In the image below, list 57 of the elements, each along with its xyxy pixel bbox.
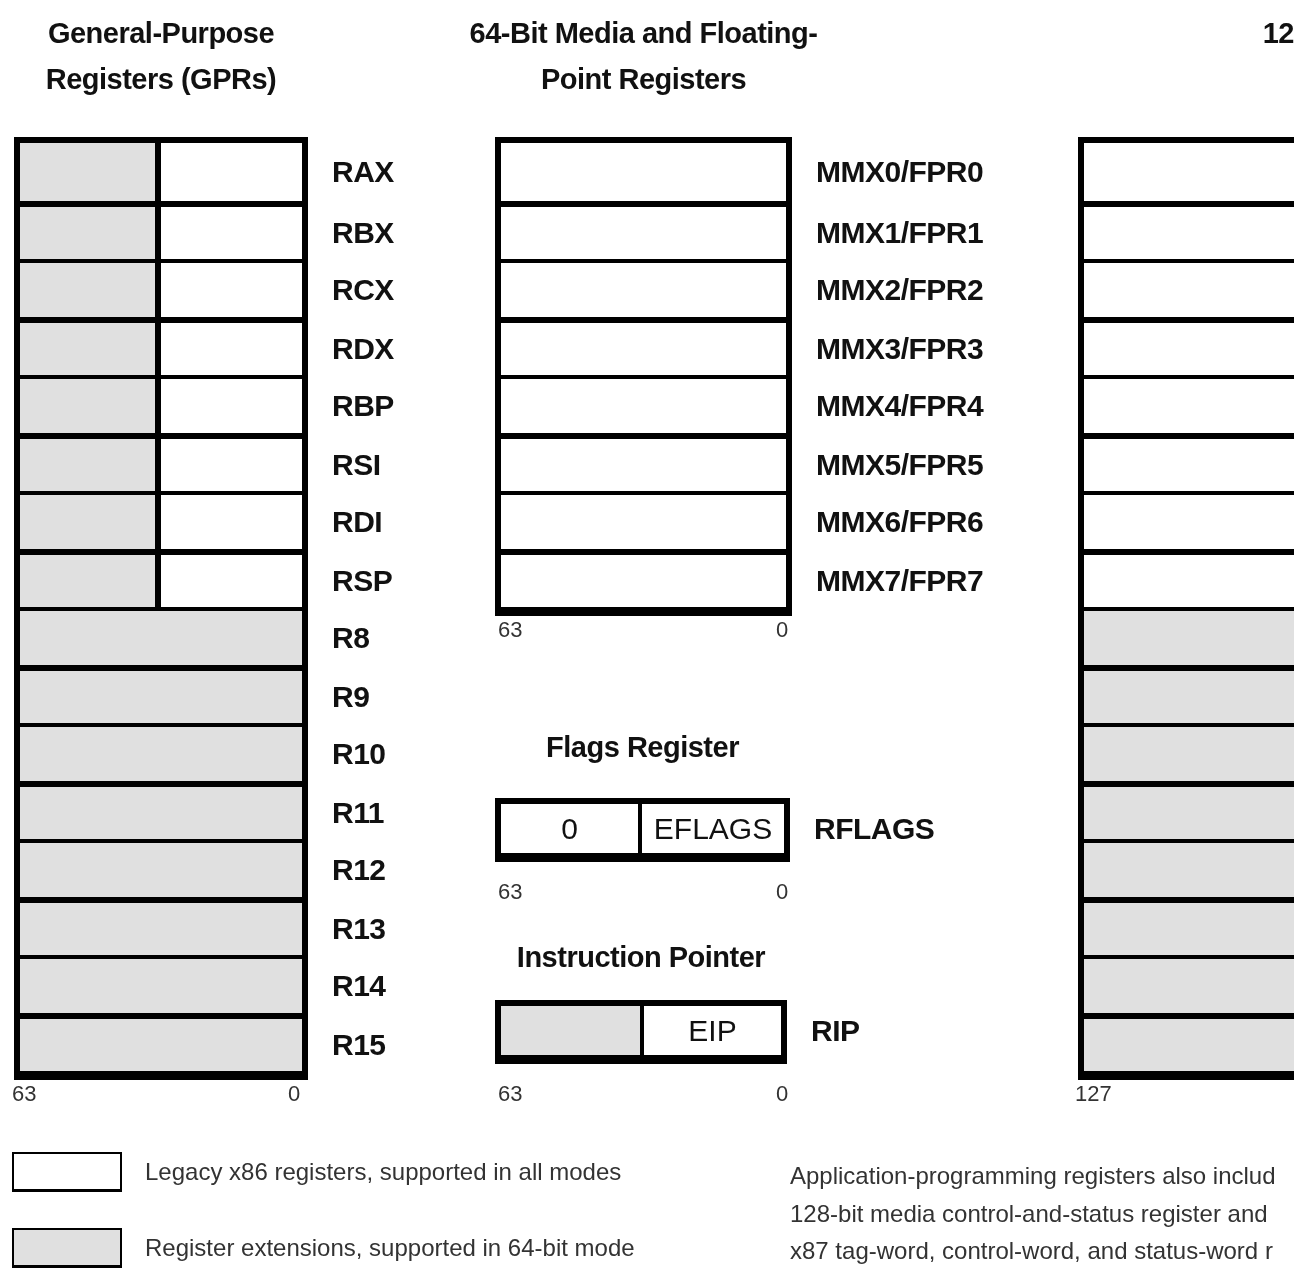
field-label: EFLAGS (653, 813, 773, 844)
register-name: MMX3/FPR3 (816, 332, 984, 366)
register-name: RBX (332, 216, 394, 250)
register-row (1084, 781, 1294, 839)
register-name: R13 (332, 912, 386, 946)
register-name: R14 (332, 969, 386, 1003)
legend-text: Register extensions, supported in 64-bit mode (145, 1234, 635, 1262)
register-name: MMX6/FPR6 (816, 505, 984, 539)
register-name: R9 (332, 680, 370, 714)
register-name: RFLAGS (814, 811, 935, 846)
group-heading: 64-Bit Media and Floating-Point Registers (468, 16, 819, 97)
register-row (1084, 607, 1294, 665)
note-text: x87 tag-word, control-word, and status-word r (790, 1237, 1273, 1265)
register-name: R12 (332, 853, 386, 887)
register-name: RCX (332, 273, 394, 307)
field-label: 0 (561, 813, 578, 844)
register-name: MMX5/FPR5 (816, 448, 984, 482)
group-heading: General-Purpose Registers (GPRs) (44, 16, 278, 97)
group-heading: Flags Register (546, 730, 739, 765)
group-heading: 12 (1262, 16, 1294, 51)
register-name: MMX0/FPR0 (816, 155, 984, 189)
register-name: MMX1/FPR1 (816, 216, 984, 250)
bit-number: 0 (776, 879, 789, 905)
bit-number: 63 (12, 1081, 37, 1107)
bit-number: 63 (498, 879, 523, 905)
register-name: R10 (332, 737, 386, 771)
register-name: R8 (332, 621, 370, 655)
register-name: RDI (332, 505, 383, 539)
bit-number: 0 (288, 1081, 301, 1107)
register-name: RSP (332, 564, 393, 598)
field-label: EIP (688, 1015, 737, 1046)
register-row (1084, 1013, 1294, 1071)
register-row (1084, 839, 1294, 897)
bit-number: 127 (1075, 1081, 1112, 1107)
register-name: RDX (332, 332, 394, 366)
bit-number: 63 (498, 617, 523, 643)
group-heading: Instruction Pointer (516, 940, 766, 975)
register-name: R11 (332, 796, 384, 830)
bit-number: 0 (776, 617, 789, 643)
reserved-field (501, 1006, 640, 1055)
register-row (1084, 955, 1294, 1013)
register-name: MMX7/FPR7 (816, 564, 984, 598)
register-row (1084, 897, 1294, 955)
register-name: MMX4/FPR4 (816, 389, 984, 423)
legend-text: Legacy x86 registers, supported in all modes (145, 1158, 622, 1186)
note-text: 128-bit media control-and-status register and (790, 1200, 1268, 1228)
register-name: RIP (811, 1013, 860, 1048)
register-name: RAX (332, 155, 394, 189)
note-text: Application-programming registers also includ (790, 1162, 1276, 1190)
register-name: MMX2/FPR2 (816, 273, 984, 307)
bit-number: 0 (776, 1081, 789, 1107)
register-row (1084, 665, 1294, 723)
register-row (1084, 723, 1294, 781)
register-name: R15 (332, 1028, 386, 1062)
bit-number: 63 (498, 1081, 523, 1107)
register-name: RBP (332, 389, 394, 423)
register-name: RSI (332, 448, 381, 482)
